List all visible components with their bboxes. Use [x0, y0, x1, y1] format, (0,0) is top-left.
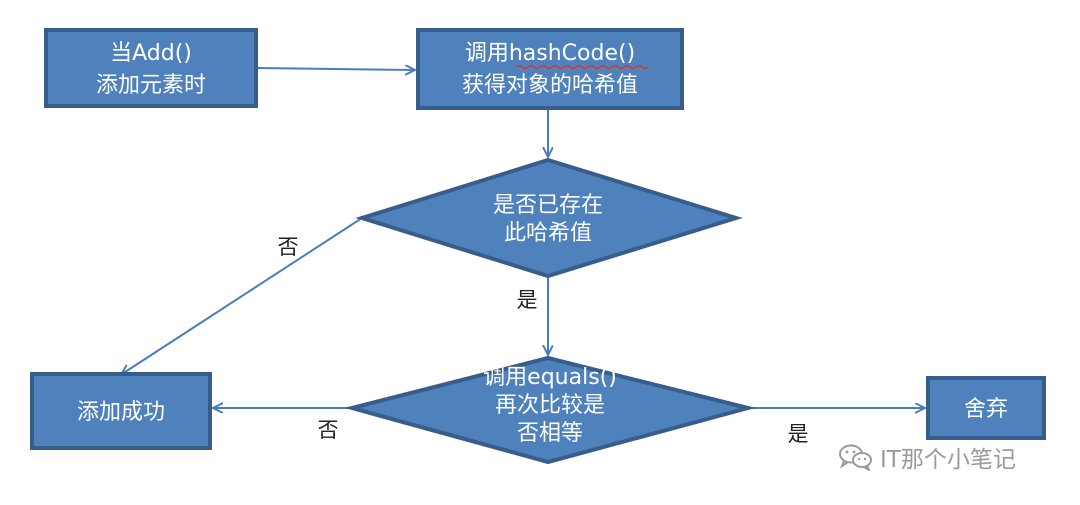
- node-start-line1: 当Add(): [110, 41, 192, 66]
- spellcheck-underline: [515, 64, 649, 70]
- node-start: 当Add() 添加元素时: [44, 28, 258, 108]
- edge-label-exists-no: 否: [278, 235, 299, 259]
- node-discard: 舍弃: [926, 376, 1046, 440]
- wechat-icon: [839, 444, 872, 471]
- watermark-text: IT那个小笔记: [880, 447, 1016, 473]
- node-hash-prefix: 调用: [465, 41, 509, 66]
- node-equals-decision: 调用equals() 再次比较是 否相等: [344, 355, 756, 465]
- edge-label-equals-yes: 是: [788, 422, 809, 446]
- node-exists-line1: 是否已存在: [493, 193, 603, 218]
- node-hash-method: hashCode(): [509, 41, 635, 66]
- node-equals-line3: 否相等: [517, 421, 583, 446]
- arrow-exists-to-success: [122, 217, 363, 374]
- node-success: 添加成功: [30, 372, 212, 450]
- node-exists-decision: 是否已存在 此哈希值: [355, 157, 743, 279]
- edge-label-exists-yes: 是: [517, 288, 538, 312]
- node-equals-line2: 再次比较是: [495, 393, 605, 418]
- watermark: IT那个小笔记: [838, 440, 1016, 474]
- node-hash-line2: 获得对象的哈希值: [462, 73, 638, 98]
- node-exists-line2: 此哈希值: [504, 221, 592, 246]
- node-hash-line1: 调用hashCode(): [465, 41, 635, 66]
- node-hash: 调用hashCode() 获得对象的哈希值: [416, 28, 684, 110]
- arrow-start-to-hash: [257, 68, 414, 70]
- node-discard-label: 舍弃: [964, 397, 1008, 422]
- edge-label-equals-no: 否: [318, 418, 339, 442]
- node-success-label: 添加成功: [77, 400, 165, 425]
- node-equals-line1: 调用equals(): [483, 365, 617, 390]
- node-start-line2: 添加元素时: [96, 73, 206, 98]
